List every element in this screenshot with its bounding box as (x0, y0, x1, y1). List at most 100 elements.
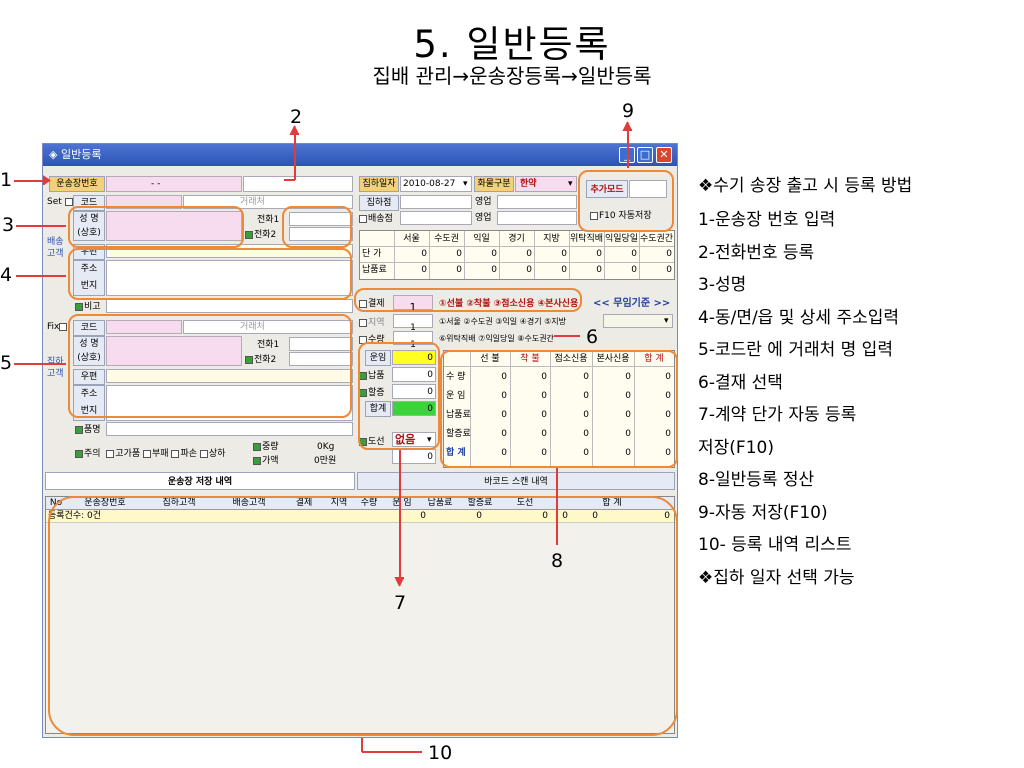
calc-cell: 0 (501, 410, 507, 420)
address-field[interactable] (106, 260, 353, 296)
waybill-number-field[interactable]: - - (106, 176, 242, 192)
note-line: 6-결재 선택 (698, 372, 783, 393)
collect-address-field[interactable] (106, 385, 353, 421)
note-field[interactable] (106, 299, 353, 313)
calc-cell: 0 (665, 391, 671, 401)
item-checkbox[interactable] (75, 425, 83, 434)
delivery-store-field[interactable] (400, 211, 472, 225)
opt4-checkbox[interactable] (199, 449, 208, 458)
delivery-store-checkbox[interactable] (359, 214, 367, 223)
callout-box-fare (358, 342, 440, 450)
calc-cell: 0 (541, 410, 547, 420)
surcharge-field[interactable]: 0 (392, 384, 436, 399)
fee-cell: 0 (491, 265, 497, 275)
fee-field[interactable]: 0 (392, 367, 436, 382)
calc-cell: 0 (541, 372, 547, 382)
add-mode-field[interactable] (629, 180, 667, 198)
unit-price-cell: 0 (421, 249, 427, 259)
calc-cell: 0 (541, 429, 547, 439)
cargo-type-select[interactable]: 한약▾ (515, 176, 577, 192)
list-total-cell: 0 (592, 511, 598, 521)
opt3-checkbox[interactable] (171, 449, 180, 458)
collect-client-field[interactable]: 거래처 (183, 320, 353, 334)
slide-subtitle: 집배 관리→운송장등록→일반등록 (372, 64, 652, 88)
calc-cell: 0 (583, 372, 589, 382)
total-field[interactable]: 0 (392, 401, 436, 416)
caution-checkbox[interactable] (75, 449, 83, 458)
phone1-field[interactable] (289, 212, 353, 226)
collect-phone2-field[interactable] (289, 352, 353, 366)
unit-price-cell: 0 (456, 249, 462, 259)
list-col-header: 도선 (516, 498, 534, 508)
fee-label: 납품료 (362, 265, 387, 275)
opt3-label: 파손 (180, 449, 198, 459)
collect-zip-field[interactable] (106, 369, 353, 383)
tab-waybill-history[interactable]: 운송장 저장 내역 (45, 472, 355, 490)
opt1-checkbox[interactable] (106, 449, 115, 458)
weight-value[interactable]: 0Kg (317, 442, 335, 452)
item-name-label: 품명 (84, 425, 101, 435)
fare-field[interactable]: 0 (392, 350, 436, 365)
price-checkbox[interactable] (253, 456, 261, 465)
region-field[interactable]: 1 (393, 314, 433, 333)
payment-field[interactable]: 1 (393, 295, 433, 314)
collect-code-field[interactable] (106, 320, 182, 334)
phone2-field[interactable] (289, 227, 353, 241)
set-checkbox[interactable] (64, 197, 73, 206)
no-base-select[interactable]: ▾ (603, 314, 673, 328)
grid-line (634, 351, 635, 467)
pickup-date-field[interactable]: 2010-08-27▾ (400, 176, 472, 192)
phone2-checkbox[interactable] (245, 230, 253, 239)
autosave-checkbox[interactable] (590, 211, 598, 220)
delivery-client-field[interactable]: 거래처 (183, 195, 353, 209)
grid-line (470, 351, 471, 467)
callout-2: 2 (290, 106, 303, 128)
calc-cell: 0 (501, 391, 507, 401)
pickup-business-field[interactable] (497, 195, 577, 209)
price-value[interactable]: 0만원 (314, 456, 337, 466)
qty-field[interactable]: 1 (393, 331, 433, 350)
calc-cell: 0 (501, 448, 507, 458)
region-checkbox[interactable] (359, 318, 367, 327)
ferry-amount-field[interactable]: 0 (392, 449, 436, 464)
no-base-link[interactable]: << 무임기준 >> (593, 298, 671, 309)
tab-barcode-scan[interactable]: 바코드 스캔 내역 (357, 472, 675, 490)
fee-cell: 0 (456, 265, 462, 275)
note-checkbox[interactable] (75, 302, 83, 311)
calc-row-label: 납품료 (446, 410, 471, 420)
add-mode-button[interactable]: 추가모드 (586, 180, 628, 198)
note-line: 5-코드란 에 거래처 명 입력 (698, 340, 893, 360)
collect-phone2-checkbox[interactable] (245, 355, 253, 364)
weight-checkbox[interactable] (253, 442, 261, 451)
waybill-extra-field[interactable] (243, 176, 353, 192)
grid-line (394, 231, 395, 279)
grid-line (604, 231, 605, 279)
phone2-label: 전화2 (254, 230, 277, 240)
delivery-business-field[interactable] (497, 211, 577, 225)
collect-phone1-field[interactable] (289, 337, 353, 351)
calc-col-header: 선 불 (480, 354, 500, 364)
callout-4: 4 (0, 264, 13, 286)
collect-phone2-label: 전화2 (254, 355, 277, 365)
list-total-cell: 0 (542, 511, 548, 521)
region-col-header: 익일 (473, 234, 490, 244)
collect-name-field[interactable] (106, 336, 242, 366)
window-titlebar: ◈ 일반등록 (43, 144, 677, 166)
ferry-select[interactable]: 없음▾ (392, 432, 436, 447)
maximize-icon[interactable]: □ (637, 147, 653, 163)
item-name-field[interactable] (106, 422, 353, 436)
opt2-checkbox[interactable] (143, 449, 152, 458)
region-col-header: 지방 (543, 234, 560, 244)
callout-box-phone (282, 206, 352, 248)
fix-checkbox[interactable] (59, 322, 68, 331)
delivery-name-field[interactable] (106, 211, 242, 241)
close-icon[interactable]: ✕ (656, 147, 672, 163)
delivery-code-field[interactable] (106, 195, 182, 209)
calc-cell: 0 (665, 448, 671, 458)
fee-cell: 0 (526, 265, 532, 275)
grid-line (499, 231, 500, 279)
minimize-icon[interactable]: _ (619, 147, 635, 163)
pickup-store-field[interactable] (400, 195, 472, 209)
